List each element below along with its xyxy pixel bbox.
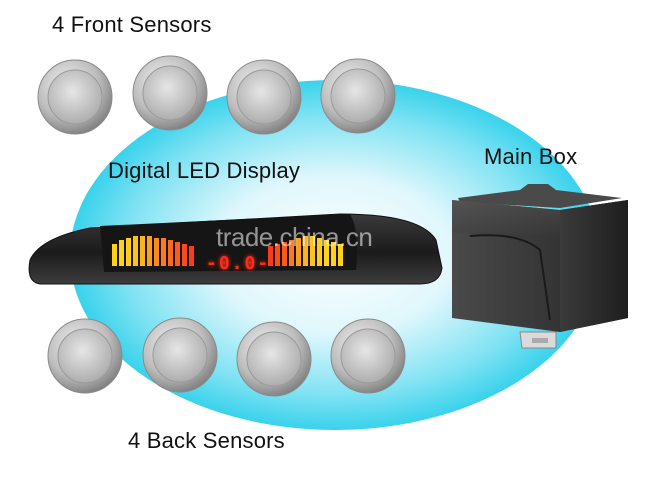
front-sensor-icon (320, 58, 396, 134)
back-sensor-icon (330, 318, 406, 394)
front-sensor-icon (37, 59, 113, 135)
front-sensors (37, 55, 396, 135)
back-sensor-icon (236, 321, 312, 397)
front-sensor-icon (132, 55, 208, 131)
main-box-label: Main Box (484, 144, 578, 169)
led-bars (112, 236, 343, 266)
main-box-icon (452, 184, 628, 349)
back-sensor-icon (47, 318, 123, 394)
back-sensor-icon (142, 317, 218, 393)
led-readout: -0.0- (206, 253, 271, 274)
led-display-icon (28, 213, 443, 285)
front-sensors-label: 4 Front Sensors (52, 12, 212, 37)
front-sensor-icon (226, 59, 302, 135)
led-display-label: Digital LED Display (108, 158, 301, 183)
back-sensors-label: 4 Back Sensors (128, 428, 285, 453)
back-sensors (47, 317, 406, 397)
